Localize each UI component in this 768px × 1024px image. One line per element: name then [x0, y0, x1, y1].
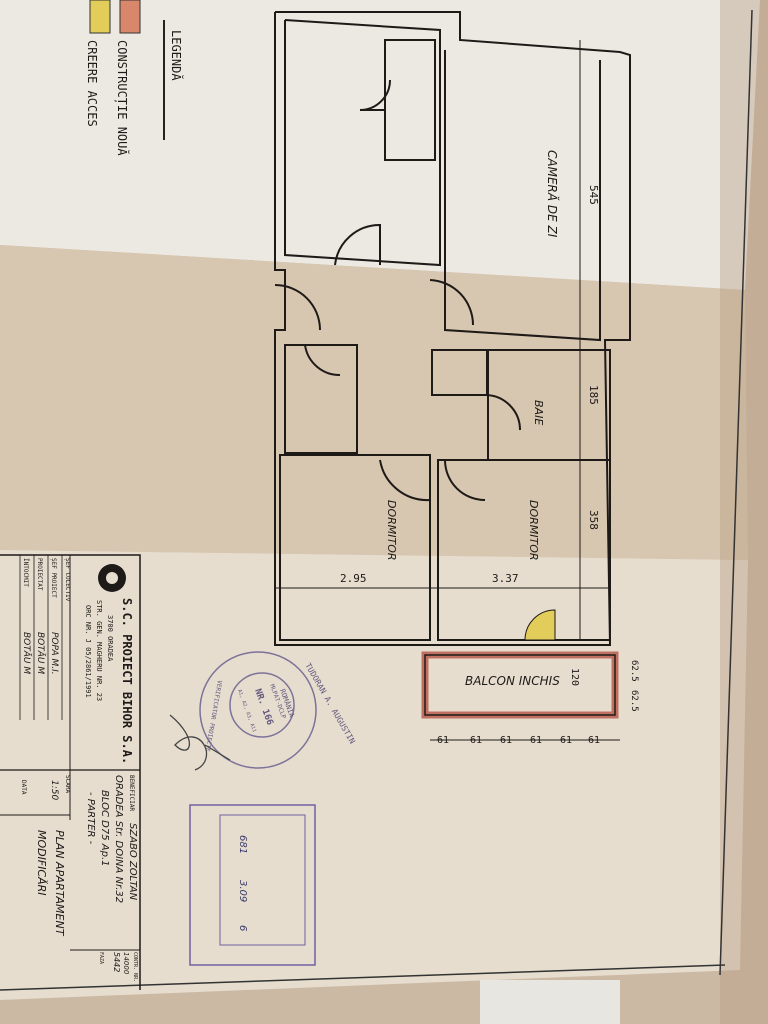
role-name: POPA M.I. [49, 632, 59, 675]
room-bedroom-right-label: DORMITOR [527, 500, 540, 561]
title-block: S.C. PROIECT BIHOR S.A. 3700 ORADEA STR.… [0, 554, 141, 990]
room-balcony-label: BALCON INCHIS [465, 674, 560, 688]
role-label: PROIECTAT [36, 558, 43, 591]
address-line-3: - PARTER - [85, 792, 96, 845]
new-access-door [524, 609, 556, 641]
dim-width-left: 2.95 [340, 572, 367, 585]
balcony-segment-dims: 61 61 61 61 61 61 [437, 735, 600, 746]
floor-plan [274, 11, 631, 646]
beneficiar-label: BENEFICIAR [128, 775, 135, 812]
dim-width-right: 3.37 [492, 572, 519, 585]
balcony [421, 651, 619, 719]
scara-label: SCARA [64, 775, 71, 793]
contract-number-2: 5442 [112, 952, 121, 972]
contract-label: CONTR. NR. [132, 952, 138, 982]
dim-balcony-depth: 120 [569, 668, 580, 686]
stamp-number: 681 [237, 835, 248, 854]
dim-balcony-side: 62.5 [629, 660, 639, 682]
scara-value: 1:50 [49, 780, 59, 800]
data-label: DATA [20, 780, 27, 795]
room-bedroom-left-label: DORMITOR [385, 500, 398, 561]
role-label: ÎNTOCMIT [22, 558, 29, 587]
stamp-date: 3.09 [237, 880, 248, 902]
dim-bath: 185 [587, 385, 600, 405]
room-living-label: CAMERĂ DE ZI [545, 150, 560, 238]
dim-seg: 61 [530, 735, 542, 746]
legend-item-new: CONSTRUCȚIE NOUĂ [114, 40, 130, 156]
stamp-extra: 6 [237, 925, 248, 931]
dim-seg: 61 [500, 735, 512, 746]
paper-middle [0, 245, 748, 560]
room-bath-label: BAIE [532, 400, 545, 425]
dim-seg: 61 [588, 735, 600, 746]
registration-stamp: 681 3.09 6 [189, 804, 316, 966]
address-line-2: BLOC D75 Ap.1 [99, 790, 110, 867]
company-name: S.C. PROIECT BIHOR S.A. [120, 598, 134, 764]
role-name: BOTĂU M [21, 632, 33, 674]
legend: LEGENDĂ CONSTRUCȚIE NOUĂ CREERE ACCES [85, 0, 184, 156]
dim-seg: 61 [560, 735, 572, 746]
beneficiar-name: SZABO ZOLTAN [127, 823, 138, 901]
role-name: BOTĂU M [35, 632, 47, 674]
legend-title: LEGENDĂ [169, 30, 184, 81]
contract-number: 14000 [122, 952, 130, 975]
dim-seg: 61 [470, 735, 482, 746]
paper-bottom [0, 550, 748, 1000]
company-logo [98, 564, 126, 592]
role-label: ȘEF PROIECT [50, 558, 57, 598]
legend-swatch-new [119, 0, 141, 34]
plan-title-2: MODIFICĂRI [35, 830, 48, 896]
dim-balcony-side: 62.5 [629, 690, 639, 712]
legend-swatch-access [89, 0, 111, 34]
company-city: 3700 ORADEA [106, 615, 114, 662]
plan-title-1: PLAN APARTAMENT [53, 830, 66, 937]
signature [169, 714, 231, 771]
faza-label: FAZA [98, 952, 104, 964]
paper-top [0, 0, 760, 290]
dim-seg: 61 [437, 735, 449, 746]
dim-living: 545 [587, 185, 600, 205]
company-street: STR. GEN. MAGHERU NR. 23 [95, 600, 103, 701]
company-reg: ORC NR. J 05/2861/1991 [84, 605, 92, 698]
background-paper [480, 980, 620, 1024]
dim-bedroom: 358 [587, 510, 600, 530]
legend-item-access: CREERE ACCES [85, 40, 99, 127]
frame-line [719, 9, 753, 976]
address-line-1: ORADEA Str. DOINA Nr.32 [113, 775, 124, 903]
role-label: ȘEF COLECTIV [64, 558, 71, 602]
